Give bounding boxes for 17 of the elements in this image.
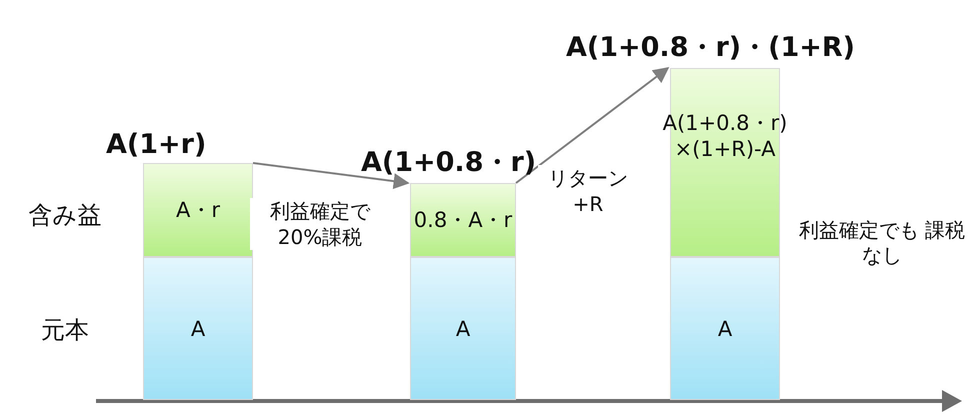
bar-total-label: A(1+0.8・r)・(1+R) <box>566 31 856 65</box>
value-label: A <box>190 316 206 340</box>
value-label: A <box>716 316 734 340</box>
arrow <box>252 162 410 190</box>
value-label: A・r <box>175 197 221 224</box>
principal-bar-segment <box>670 257 780 400</box>
note: 利益確定でも 課税なし <box>798 218 966 268</box>
principal-bar-segment <box>143 257 253 400</box>
bar-total-label: A(1+0.8・r) <box>361 146 536 180</box>
principal-bar-segment <box>410 257 516 400</box>
value-label: A <box>454 316 472 340</box>
arrow <box>515 67 670 184</box>
row-label: 含み益 <box>28 200 102 230</box>
bar-total-label: A(1+r) <box>106 129 206 160</box>
row-label: 元本 <box>40 315 90 345</box>
value-label: 0.8・A・r <box>412 207 514 234</box>
value-label: A(1+0.8・r) ×(1+R)-A <box>662 110 788 161</box>
